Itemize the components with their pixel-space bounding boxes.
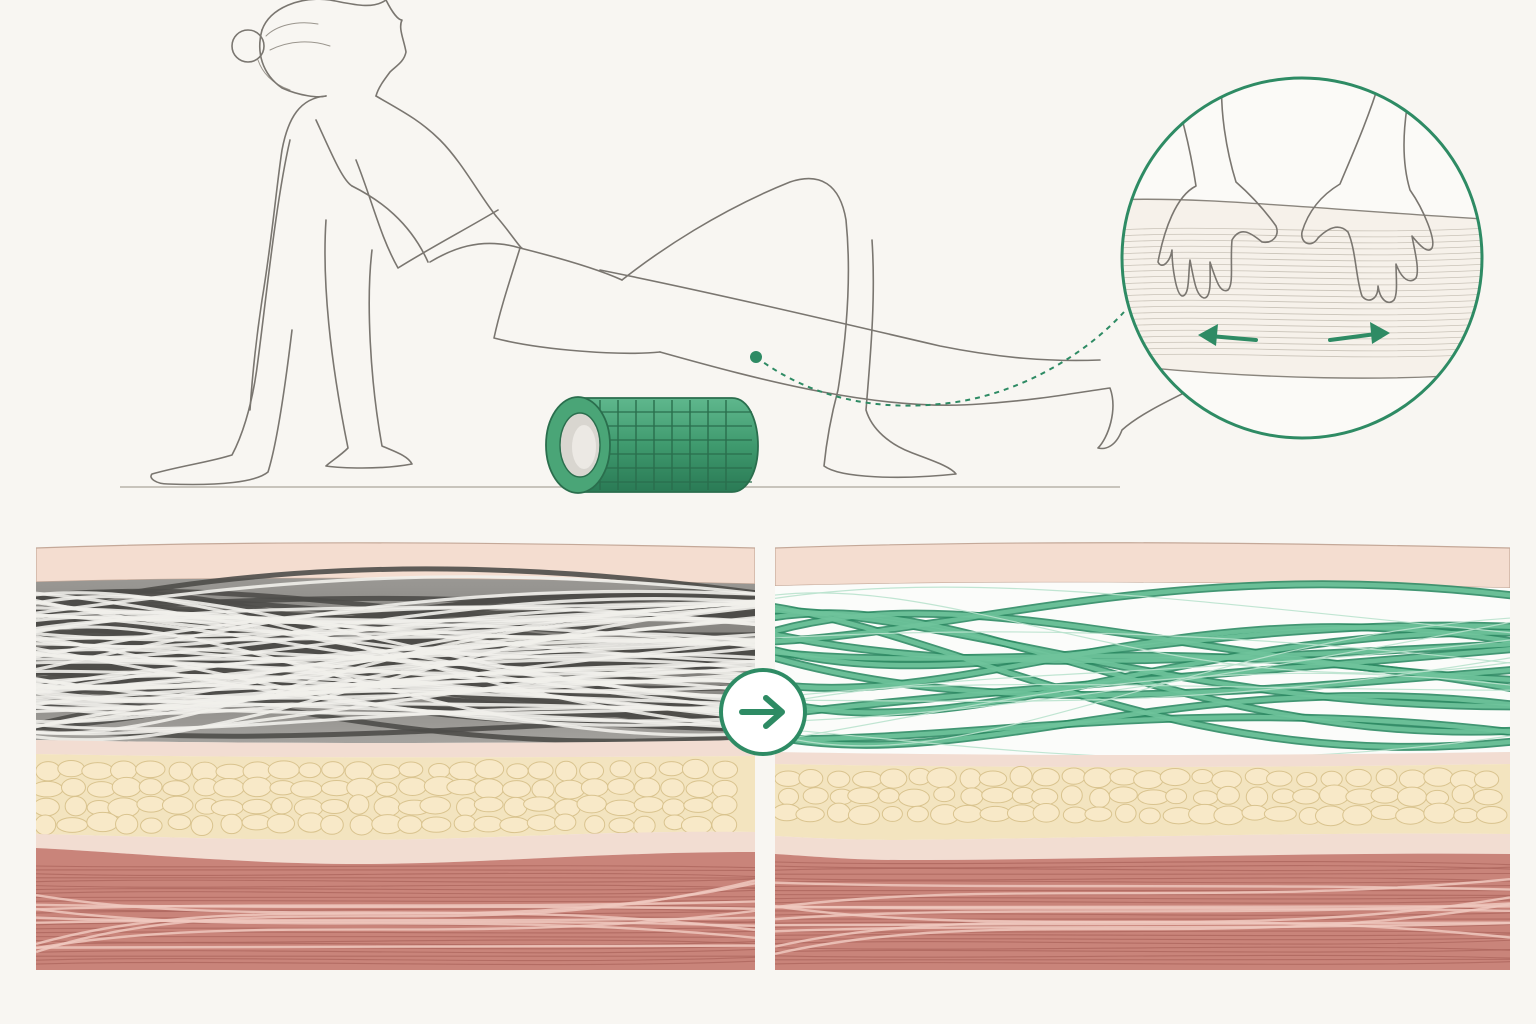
left-arm xyxy=(150,139,293,486)
zoom-inset xyxy=(1120,76,1484,440)
double-arrow-icon xyxy=(1198,322,1390,346)
foam-roller xyxy=(545,396,759,494)
tissue-panel-released xyxy=(775,542,1510,970)
straight-leg xyxy=(659,351,1191,450)
right-arm xyxy=(324,219,413,469)
hair-bun xyxy=(231,29,265,63)
exercise-illustration xyxy=(120,0,1484,494)
woman-figure xyxy=(150,0,1191,486)
sports-bra xyxy=(351,159,499,269)
left-hand xyxy=(1157,79,1278,299)
zoom-connector xyxy=(755,311,1125,407)
shorts xyxy=(429,215,661,355)
tissue-panel-restricted xyxy=(36,542,755,970)
bent-leg xyxy=(621,177,957,479)
right-hand xyxy=(1301,79,1434,304)
arrow-right-icon xyxy=(719,668,807,756)
head xyxy=(261,0,407,97)
torso xyxy=(249,95,327,411)
